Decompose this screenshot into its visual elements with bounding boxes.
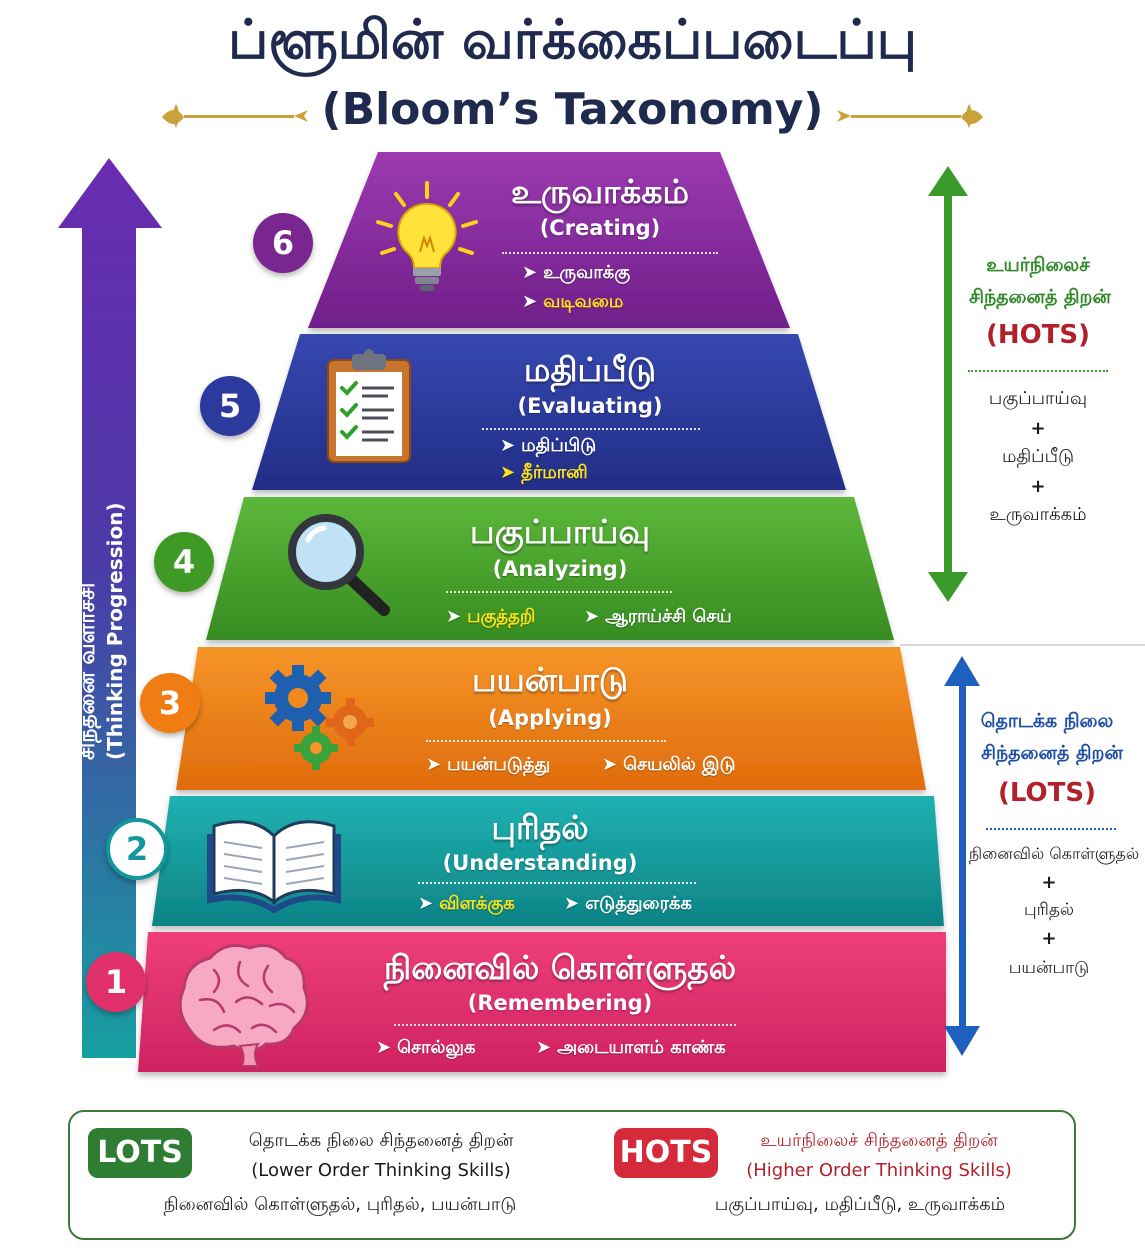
level-2-bullet-1: ➤விளக்குக bbox=[418, 893, 515, 914]
level-5-bullet-2: ➤தீர்மானி bbox=[500, 462, 588, 483]
legend-box bbox=[68, 1110, 1076, 1240]
hots-legend-tamil: உயர்நிலைச் சிந்தனைத் திறன் bbox=[760, 1130, 998, 1151]
magnifier-icon bbox=[288, 514, 390, 616]
lots-side-item-1: நினைவில் கொள்ளுதல் bbox=[968, 844, 1140, 863]
level-6-english: (Creating) bbox=[539, 216, 661, 240]
level-4-bullet-2: ➤ஆராய்ச்சி செய் bbox=[584, 606, 732, 627]
level-5-title: மதிப்பீடு bbox=[523, 350, 657, 389]
lots-side-code: (LOTS) bbox=[998, 778, 1096, 808]
lots-side-item-3: பயன்பாடு bbox=[1008, 958, 1090, 978]
level-1-english: (Remembering) bbox=[467, 991, 653, 1015]
hots-badge: HOTS bbox=[614, 1128, 718, 1178]
lots-side-item-2: புரிதல் bbox=[1023, 900, 1075, 920]
book-icon bbox=[207, 820, 341, 914]
level-4-title: பகுப்பாய்வு bbox=[470, 512, 650, 551]
lightbulb-icon bbox=[376, 181, 478, 291]
lots-badge: LOTS bbox=[88, 1128, 192, 1178]
vertical-label-english: (Thinking Progression) bbox=[103, 502, 127, 760]
hots-side-code: (HOTS) bbox=[985, 320, 1091, 350]
level-6-bullet-2: ➤வடிவமை bbox=[522, 291, 624, 312]
lots-legend-tamil: தொடக்க நிலை சிந்தனைத் திறன் bbox=[248, 1130, 514, 1151]
level-2-english: (Understanding) bbox=[442, 851, 638, 875]
thinking-progression-label: சிந்தனை வளர்ச்சி (Thinking Progression) bbox=[60, 490, 130, 770]
level-2-bullet-2: ➤எடுத்துரைக்க bbox=[564, 893, 692, 914]
lots-side-label-1: தொடக்க நிலை bbox=[980, 710, 1114, 732]
level-2-title: புரிதல் bbox=[491, 808, 589, 847]
level-number-5: 5 bbox=[200, 376, 260, 436]
level-6-bullet-1: ➤உருவாக்கு bbox=[522, 262, 631, 283]
lots-legend-english: (Lower Order Thinking Skills) bbox=[251, 1160, 511, 1181]
level-3-title: பயன்பாடு bbox=[471, 660, 629, 699]
lots-side-divider bbox=[986, 828, 1116, 830]
level-5-english: (Evaluating) bbox=[517, 394, 663, 418]
level-number-4: 4 bbox=[154, 532, 214, 592]
level-6-divider bbox=[502, 252, 718, 254]
tier-2-shape bbox=[152, 796, 944, 926]
level-4-bullet-1: ➤பகுத்தறி bbox=[446, 606, 536, 627]
hots-side-plus-2: + bbox=[1030, 476, 1046, 497]
hots-legend-levels: பகுப்பாய்வு, மதிப்பீடு, உருவாக்கம் bbox=[714, 1194, 1006, 1215]
lots-legend-levels: நினைவில் கொள்ளுதல், புரிதல், பயன்பாடு bbox=[163, 1194, 517, 1215]
hots-side-label-2: சிந்தனைத் திறன் bbox=[969, 286, 1111, 308]
hots-side-item-3: உருவாக்கம் bbox=[989, 504, 1087, 525]
page-subtitle: (Bloom’s Taxonomy) bbox=[321, 84, 824, 135]
level-1-divider bbox=[394, 1024, 736, 1026]
level-number-1: 1 bbox=[86, 952, 146, 1012]
lots-side-plus-1: + bbox=[1041, 872, 1057, 893]
level-number-3: 3 bbox=[140, 673, 200, 733]
level-5-bullet-1: ➤மதிப்பிடு bbox=[500, 435, 597, 456]
tier-1-shape bbox=[138, 932, 946, 1072]
level-4-english: (Analyzing) bbox=[492, 557, 628, 581]
level-3-divider bbox=[426, 740, 666, 742]
level-3-english: (Applying) bbox=[488, 706, 612, 730]
level-6-title: உருவாக்கம் bbox=[510, 172, 690, 211]
hots-side-label-1: உயர்நிலைச் bbox=[986, 254, 1090, 276]
level-2-divider bbox=[418, 882, 696, 884]
tier-3-shape bbox=[176, 647, 926, 790]
level-4-divider bbox=[446, 591, 672, 593]
gears-icon bbox=[265, 665, 374, 770]
level-1-bullet-1: ➤சொல்லுக bbox=[376, 1037, 476, 1058]
hots-side-item-1: பகுப்பாய்வு bbox=[988, 388, 1088, 409]
vertical-label-tamil: சிந்தனை வளர்ச்சி bbox=[75, 583, 102, 760]
level-3-bullet-2: ➤செயலில் இடு bbox=[602, 754, 736, 775]
level-number-2: 2 bbox=[106, 818, 168, 880]
lots-side-plus-2: + bbox=[1041, 928, 1057, 949]
hots-side-divider bbox=[968, 370, 1108, 372]
hots-side-plus-1: + bbox=[1030, 418, 1046, 439]
brain-icon bbox=[178, 944, 309, 1067]
level-5-divider bbox=[482, 428, 700, 430]
hots-side-item-2: மதிப்பீடு bbox=[1001, 446, 1075, 467]
level-3-bullet-1: ➤பயன்படுத்து bbox=[426, 754, 551, 775]
lots-side-label-2: சிந்தனைத் திறன் bbox=[981, 742, 1123, 764]
clipboard-icon bbox=[327, 349, 411, 463]
level-1-title: நினைவில் கொள்ளுதல் bbox=[383, 948, 737, 987]
hots-legend-english: (Higher Order Thinking Skills) bbox=[746, 1160, 1012, 1181]
level-number-6: 6 bbox=[253, 213, 313, 273]
level-1-bullet-2: ➤அடையாளம் காண்க bbox=[536, 1037, 726, 1058]
page-title: ப்ளூமின் வர்க்கைப்படைப்பு bbox=[228, 8, 917, 71]
